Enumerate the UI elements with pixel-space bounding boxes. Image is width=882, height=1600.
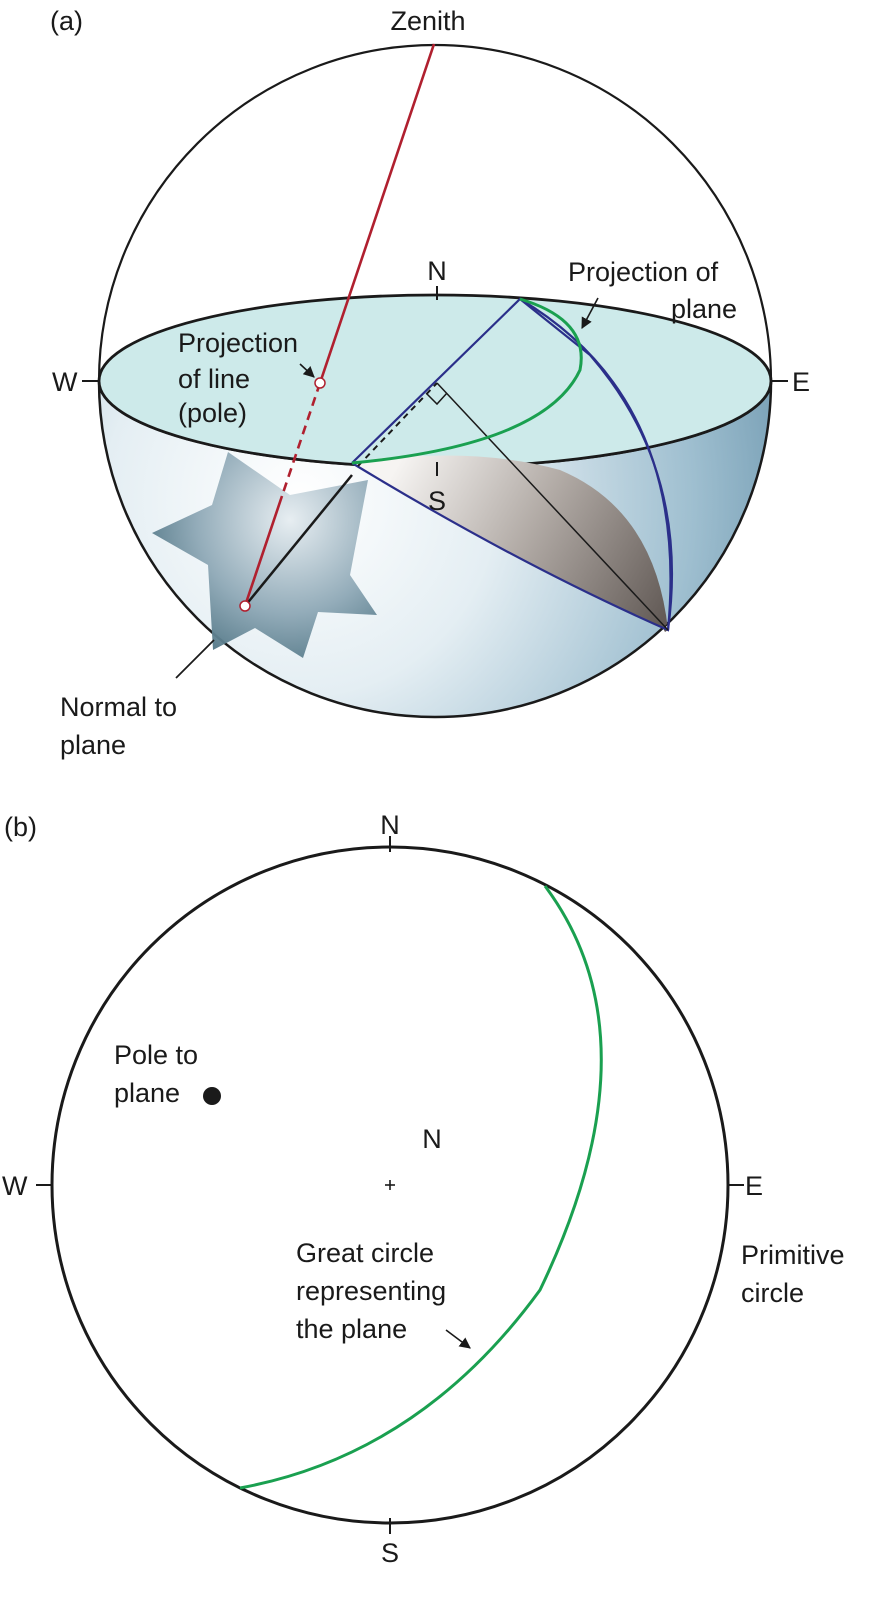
projection-of-line-arrow — [299, 363, 315, 378]
projection-of-plane-arrow — [581, 297, 599, 329]
projection-of-line-label-line2: of line — [178, 364, 250, 394]
plane-outline-edge — [519, 298, 672, 631]
great-circle-arrow — [445, 1329, 471, 1349]
compass-north-b: N — [380, 810, 400, 840]
compass-south-a: S — [428, 486, 446, 516]
panel-b: (b) N S W E N Pole to plane Great circle… — [2, 810, 845, 1568]
right-angle-marker — [426, 392, 448, 406]
zenith-line-lower — [243, 495, 284, 607]
zenith-line-dashed — [280, 382, 322, 497]
projection-of-line-label-line3: (pole) — [178, 398, 247, 428]
compass-east-a: E — [792, 367, 810, 397]
rock-body-shape — [152, 452, 377, 658]
compass-west-a: W — [52, 367, 78, 397]
dip-line — [436, 382, 669, 631]
panel-a: (a) — [50, 6, 810, 760]
zenith-line-upper — [318, 43, 436, 384]
center-label: N — [422, 1124, 442, 1154]
great-circle-arc — [239, 885, 603, 1490]
normal-to-plane-leader — [175, 639, 215, 679]
compass-west-b: W — [2, 1171, 28, 1201]
normal-to-plane-label-line2: plane — [60, 730, 126, 760]
dip-direction-dashed-line — [357, 382, 438, 467]
great-circle-label-line1: Great circle — [296, 1238, 434, 1268]
primitive-circle-label-line1: Primitive — [741, 1240, 845, 1270]
compass-north-a: N — [427, 256, 447, 286]
projection-of-plane-curve — [351, 297, 583, 465]
pole-to-plane-point — [203, 1087, 221, 1105]
normal-to-plane-line — [244, 474, 353, 607]
primitive-circle-label-line2: circle — [741, 1278, 804, 1308]
normal-to-plane-label-line1: Normal to — [60, 692, 177, 722]
compass-south-b: S — [381, 1538, 399, 1568]
pole-point-lower — [239, 600, 251, 612]
pole-point-projection — [314, 377, 326, 389]
projection-of-plane-label-line1: Projection of — [568, 257, 719, 287]
pole-to-plane-label-line2: plane — [114, 1078, 180, 1108]
panel-a-label: (a) — [50, 6, 83, 36]
inclined-plane-fill — [352, 455, 668, 630]
compass-east-b: E — [745, 1171, 763, 1201]
panel-b-label: (b) — [4, 812, 37, 842]
great-circle-label-line3: the plane — [296, 1314, 407, 1344]
projection-of-plane-label-line2: plane — [671, 294, 737, 324]
projection-of-line-label-line1: Projection — [178, 328, 298, 358]
pole-to-plane-label-line1: Pole to — [114, 1040, 198, 1070]
zenith-label: Zenith — [390, 6, 465, 36]
great-circle-label-line2: representing — [296, 1276, 446, 1306]
